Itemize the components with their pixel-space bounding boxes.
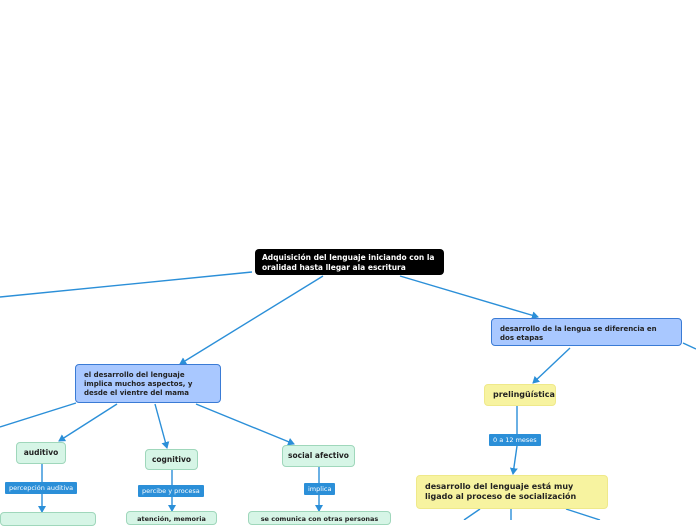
connector-root-offscreen-left <box>0 271 253 298</box>
node-social-afectivo[interactable]: social afectivo <box>282 445 355 467</box>
root-node-text: Adquisición del lenguaje iniciando con l… <box>262 253 435 272</box>
node-socializacion-text: desarrollo del lenguaje está muy ligado … <box>425 481 577 501</box>
node-cognitivo-text: cognitivo <box>151 454 192 464</box>
node-auditivo-child[interactable] <box>0 512 96 526</box>
label-percepcion-auditiva[interactable]: percepción auditiva <box>5 482 78 494</box>
node-socializacion[interactable]: desarrollo del lenguaje está muy ligado … <box>416 475 608 509</box>
connector-to-social <box>195 403 295 446</box>
label-percibe-procesa[interactable]: percibe y procesa <box>138 485 204 497</box>
node-social-child[interactable]: se comunica con otras personas <box>248 511 391 525</box>
label-meses[interactable]: 0 a 12 meses <box>489 434 541 446</box>
connector-to-cognitivo <box>154 403 170 449</box>
node-prelinguistica[interactable]: prelingüística <box>484 384 556 406</box>
node-desarrollo-lenguaje-text: el desarrollo del lenguaje implica mucho… <box>84 371 193 398</box>
node-social-child-text: se comunica con otras personas <box>260 515 379 523</box>
connector-socializacion-left <box>463 508 481 520</box>
node-desarrollo-lengua-text: desarrollo de la lengua se diferencia en… <box>500 325 657 343</box>
node-auditivo-text: auditivo <box>23 448 59 458</box>
node-cognitivo[interactable]: cognitivo <box>145 449 198 470</box>
root-node[interactable]: Adquisición del lenguaje iniciando con l… <box>255 249 444 275</box>
connector-root-left <box>179 275 324 365</box>
label-implica[interactable]: implica <box>304 483 336 495</box>
connector-to-socializacion <box>509 445 518 475</box>
connector-to-prelinguistica <box>532 347 571 384</box>
connector-root-right <box>399 275 539 320</box>
node-cognitivo-child[interactable]: atención, memoria <box>126 511 217 525</box>
node-desarrollo-lenguaje[interactable]: el desarrollo del lenguaje implica mucho… <box>75 364 221 403</box>
connector-to-auditivo <box>58 403 118 442</box>
node-cognitivo-child-text: atención, memoria <box>137 515 206 523</box>
node-social-afectivo-text: social afectivo <box>288 451 349 461</box>
connector-right-offscreen <box>682 342 696 350</box>
node-desarrollo-lengua[interactable]: desarrollo de la lengua se diferencia en… <box>491 318 682 346</box>
connector-socializacion-right <box>565 508 601 520</box>
node-prelinguistica-text: prelingüística <box>493 389 555 399</box>
connector-left-offscreen <box>0 402 77 428</box>
node-auditivo[interactable]: auditivo <box>16 442 66 464</box>
